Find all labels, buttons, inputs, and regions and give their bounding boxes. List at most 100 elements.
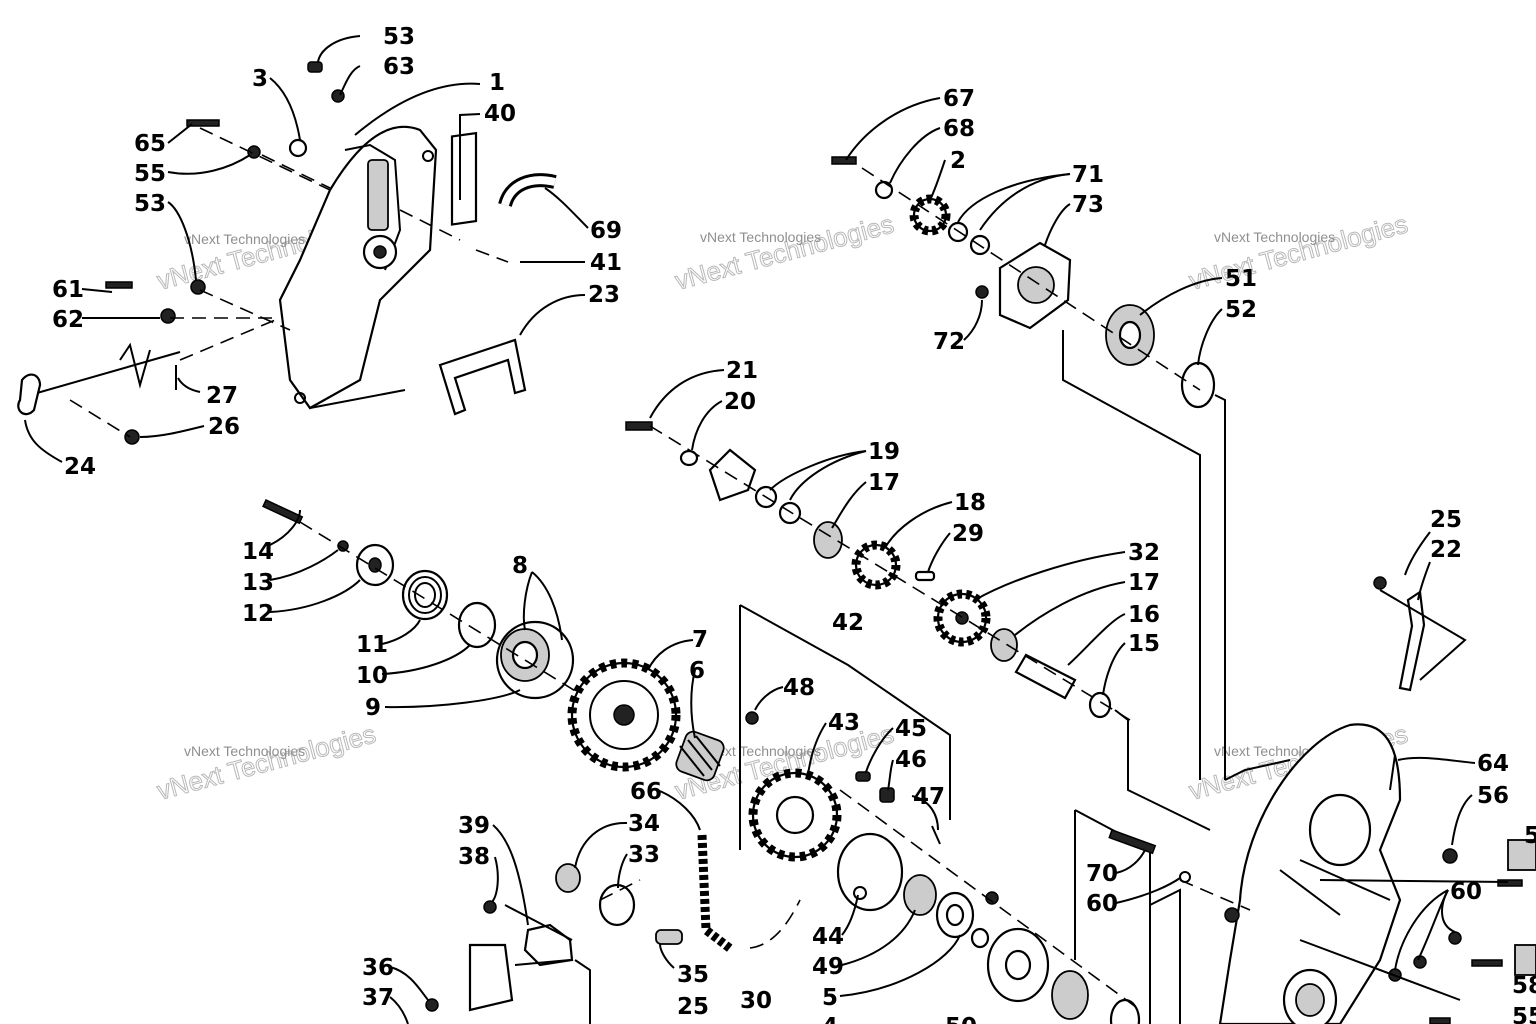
caliper-assembly bbox=[425, 863, 683, 1024]
label-35: 35 bbox=[677, 962, 709, 988]
label-51: 51 bbox=[1225, 266, 1257, 292]
label-21: 21 bbox=[726, 358, 758, 384]
label-69: 69 bbox=[590, 218, 622, 244]
watermark-3: vNext Technologies bbox=[1186, 209, 1411, 296]
label-68: 68 bbox=[943, 116, 975, 142]
label-29: 29 bbox=[952, 521, 984, 547]
label-32: 32 bbox=[1128, 540, 1160, 566]
label-55: 55 bbox=[134, 161, 166, 187]
label-10: 10 bbox=[356, 663, 388, 689]
label-39: 39 bbox=[458, 813, 490, 839]
ring-52 bbox=[1180, 361, 1216, 409]
label-50: 50 bbox=[945, 1014, 977, 1024]
lever-22 bbox=[1398, 590, 1426, 692]
label-49: 49 bbox=[812, 954, 844, 980]
plate-40 bbox=[450, 131, 478, 226]
chain-66 bbox=[697, 834, 735, 954]
label-6: 6 bbox=[689, 658, 705, 684]
label-42: 42 bbox=[832, 610, 864, 636]
label-66: 66 bbox=[630, 779, 662, 805]
label-61: 61 bbox=[52, 277, 84, 303]
label-16: 16 bbox=[1128, 602, 1160, 628]
watermark-1-tag: vNext Technologies bbox=[184, 231, 305, 247]
label-56: 56 bbox=[1477, 783, 1509, 809]
label-25-right: 25 bbox=[1430, 507, 1462, 533]
label-58-partial: 58 bbox=[1512, 973, 1536, 999]
gear-assembly bbox=[567, 604, 1181, 1024]
label-13: 13 bbox=[242, 570, 274, 596]
label-12: 12 bbox=[242, 601, 274, 627]
label-2: 2 bbox=[950, 148, 966, 174]
label-15: 15 bbox=[1128, 631, 1160, 657]
idler-assembly bbox=[625, 421, 1211, 831]
label-44: 44 bbox=[812, 924, 844, 950]
label-22: 22 bbox=[1430, 537, 1462, 563]
watermark-2: vNext Technologies bbox=[672, 209, 897, 296]
label-55-partial: 55 bbox=[1512, 1004, 1536, 1024]
part-labels: 53 63 3 1 40 65 55 53 69 41 61 62 23 27 … bbox=[52, 24, 1536, 1024]
label-62: 62 bbox=[52, 307, 84, 333]
upper-drive-assembly bbox=[831, 156, 1226, 780]
label-36: 36 bbox=[362, 955, 394, 981]
label-46: 46 bbox=[895, 747, 927, 773]
watermark-2-tag: vNext Technologies bbox=[700, 229, 821, 245]
clutch-assembly bbox=[262, 499, 591, 701]
label-37: 37 bbox=[362, 985, 394, 1011]
chaincase-cover-assembly bbox=[17, 61, 557, 445]
label-7: 7 bbox=[692, 627, 708, 653]
label-26: 26 bbox=[208, 414, 240, 440]
shaft-16 bbox=[1014, 653, 1077, 700]
label-17-top: 17 bbox=[868, 470, 900, 496]
label-30: 30 bbox=[740, 988, 772, 1014]
label-68-lower: 60 bbox=[1086, 891, 1118, 917]
label-3: 3 bbox=[252, 66, 268, 92]
label-41: 41 bbox=[590, 250, 622, 276]
label-1: 1 bbox=[489, 70, 505, 96]
label-52: 52 bbox=[1225, 297, 1257, 323]
label-70: 70 bbox=[1086, 861, 1118, 887]
label-19: 19 bbox=[868, 439, 900, 465]
label-71: 71 bbox=[1072, 162, 1104, 188]
label-43: 43 bbox=[828, 710, 860, 736]
disc-44 bbox=[836, 832, 904, 912]
label-20: 20 bbox=[724, 389, 756, 415]
label-17-mid: 17 bbox=[1128, 570, 1160, 596]
label-18: 18 bbox=[954, 490, 986, 516]
watermark-4: vNext Technologies bbox=[154, 719, 379, 806]
label-60: 60 bbox=[1450, 879, 1482, 905]
label-27: 27 bbox=[206, 383, 238, 409]
label-23: 23 bbox=[588, 282, 620, 308]
label-38: 38 bbox=[458, 844, 490, 870]
label-24: 24 bbox=[64, 454, 96, 480]
chaincase-housing bbox=[1108, 576, 1536, 1024]
label-25-bottom: 25 bbox=[677, 994, 709, 1020]
label-40: 40 bbox=[484, 101, 516, 127]
watermark-5-tag: vNext Technologies bbox=[700, 743, 821, 759]
label-4: 4 bbox=[822, 1014, 838, 1024]
label-72: 72 bbox=[933, 329, 965, 355]
label-65: 65 bbox=[134, 131, 166, 157]
label-67: 67 bbox=[943, 86, 975, 112]
bracket-23 bbox=[438, 338, 527, 416]
label-47: 47 bbox=[913, 784, 945, 810]
label-53-left: 53 bbox=[134, 191, 166, 217]
label-33: 33 bbox=[628, 842, 660, 868]
label-9: 9 bbox=[365, 695, 381, 721]
leader-lines bbox=[24, 35, 1476, 1024]
label-53-top: 53 bbox=[383, 24, 415, 50]
label-14: 14 bbox=[242, 539, 274, 565]
chaincase-cover bbox=[278, 125, 438, 410]
label-5: 5 bbox=[822, 985, 838, 1011]
watermark-3-tag: vNext Technologies bbox=[1214, 229, 1335, 245]
label-8: 8 bbox=[512, 553, 528, 579]
label-11: 11 bbox=[356, 632, 388, 658]
label-73: 73 bbox=[1072, 192, 1104, 218]
label-45: 45 bbox=[895, 716, 927, 742]
label-64: 64 bbox=[1477, 751, 1509, 777]
label-34: 34 bbox=[628, 811, 660, 837]
watermark-4-tag: vNext Technologies bbox=[184, 743, 305, 759]
label-48: 48 bbox=[783, 675, 815, 701]
label-63: 63 bbox=[383, 54, 415, 80]
label-57-partial: 5 bbox=[1524, 823, 1536, 849]
